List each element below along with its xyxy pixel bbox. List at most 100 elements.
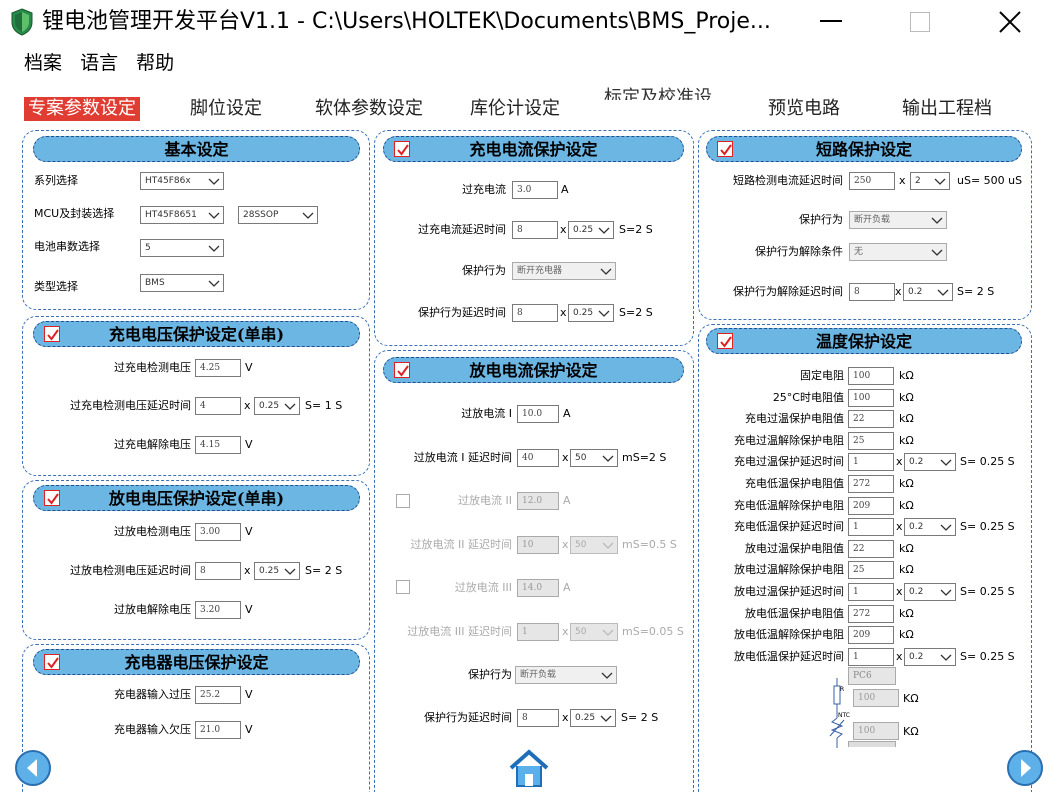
temperature-checkbox[interactable] [717, 333, 733, 349]
package-select[interactable]: 28SSOP [238, 206, 318, 224]
charger-over-input[interactable]: 25.2 [195, 686, 241, 704]
occ-action-delay-input[interactable]: 8 [512, 304, 558, 322]
ocd-i3-checkbox[interactable] [396, 580, 410, 594]
tab-project-params[interactable]: 专案参数设定 [24, 97, 140, 121]
ocd-i1-delay-label: 过放电流 I 延迟时间 [413, 451, 512, 464]
ov-delay-input[interactable]: 4 [195, 397, 241, 415]
temp-row-mult-select[interactable]: 0.2 [904, 518, 956, 536]
ntc-r1-unit: KΩ [903, 692, 919, 705]
scp-delay-input[interactable]: 250 [849, 172, 895, 190]
charger-under-input[interactable]: 21.0 [195, 721, 241, 739]
ocd-i1-input[interactable]: 10.0 [517, 405, 559, 423]
ocd-i2-checkbox[interactable] [396, 494, 410, 508]
charger-voltage-checkbox[interactable] [44, 654, 60, 670]
ocd-i2-mult-select[interactable]: 50 [570, 536, 618, 554]
temp-row-unit: kΩ [899, 499, 914, 512]
temp-row-input[interactable]: 209 [848, 626, 894, 644]
ocd-i2-delay-label: 过放电流 II 延迟时间 [410, 538, 512, 551]
scp-rdelay-input[interactable]: 8 [849, 283, 895, 301]
series-select[interactable]: HT45F86x [140, 172, 224, 190]
charge-current-checkbox[interactable] [394, 141, 410, 157]
scp-action-select[interactable]: 断开负载 [849, 211, 947, 229]
close-button[interactable] [998, 10, 1022, 34]
ntc-circuit-diagram [829, 678, 845, 748]
charge-voltage-checkbox[interactable] [44, 326, 60, 342]
ocd-action-delay-input[interactable]: 8 [517, 709, 559, 727]
scp-mult-select[interactable]: 2 [910, 172, 950, 190]
temp-row-mult-select[interactable]: 0.2 [904, 648, 956, 666]
temp-row-input[interactable]: 272 [848, 605, 894, 623]
scp-rmult-select[interactable]: 0.2 [903, 283, 953, 301]
charge-voltage-header: 充电电压保护设定(单串) [33, 321, 360, 347]
discharge-current-checkbox[interactable] [394, 362, 410, 378]
occ-action-label: 保护行为 [462, 264, 506, 277]
mcu-select[interactable]: HT45F8651 [140, 206, 224, 224]
type-select[interactable]: BMS [140, 274, 224, 292]
tab-calibration[interactable]: 标定及校准设 [604, 87, 712, 100]
ov-detect-input[interactable]: 4.25 [195, 359, 241, 377]
ocd-action-mult-select[interactable]: 0.25 [570, 709, 616, 727]
menu-help[interactable]: 帮助 [136, 52, 175, 74]
tab-coulomb-counter[interactable]: 库伦计设定 [470, 98, 560, 119]
occ-action-select[interactable]: 断开充电器 [512, 262, 616, 280]
ocd-action-select[interactable]: 断开负载 [515, 666, 617, 684]
temp-row-input[interactable]: 22 [848, 410, 894, 428]
temp-row-input[interactable]: 1 [848, 518, 894, 536]
occ-action-mult-select[interactable]: 0.25 [568, 304, 614, 322]
prev-page-button[interactable] [14, 749, 52, 787]
ocd-i3-mult-select[interactable]: 50 [570, 623, 618, 641]
temp-row-input[interactable]: 25 [848, 432, 894, 450]
next-page-button[interactable] [1006, 749, 1044, 787]
temp-row-input[interactable]: 209 [848, 497, 894, 515]
temp-row-input[interactable]: 272 [848, 475, 894, 493]
cells-select[interactable]: 5 [140, 239, 224, 257]
ntc-r1-input[interactable]: 100 [853, 689, 899, 707]
temp-row-mult-select[interactable]: 0.2 [904, 453, 956, 471]
temp-row-input[interactable]: 100 [848, 367, 894, 385]
tab-preview-circuit[interactable]: 预览电路 [768, 98, 840, 119]
home-button[interactable] [508, 748, 550, 788]
scp-delay-result: uS= 500 uS [957, 174, 1023, 187]
uv-delay-input[interactable]: 8 [195, 562, 241, 580]
menu-file[interactable]: 档案 [24, 52, 63, 74]
occ-action-x-label: x [560, 306, 567, 319]
scp-release-select[interactable]: 无 [849, 243, 947, 261]
tab-software-params[interactable]: 软体参数设定 [315, 98, 423, 119]
ntc-r2-input[interactable]: 100 [853, 722, 899, 740]
discharge-current-panel [374, 350, 694, 792]
ov-mult-select[interactable]: 0.25 [254, 397, 300, 415]
temp-row-input[interactable]: 1 [848, 453, 894, 471]
tab-output-project[interactable]: 输出工程档 [902, 98, 992, 119]
scp-rdelay-label: 保护行为解除延迟时间 [733, 285, 843, 298]
checkmark-icon [397, 365, 409, 377]
maximize-button[interactable] [910, 12, 930, 32]
charge-current-header: 充电电流保护设定 [383, 136, 684, 162]
uv-detect-input[interactable]: 3.00 [195, 523, 241, 541]
discharge-voltage-checkbox[interactable] [44, 490, 60, 506]
temp-row-input[interactable]: 25 [848, 561, 894, 579]
temp-row-input[interactable]: 22 [848, 540, 894, 558]
temp-row-input[interactable]: 1 [848, 583, 894, 601]
temp-row-mult-select[interactable]: 0.2 [904, 583, 956, 601]
ocd-i1-mult-select[interactable]: 50 [570, 449, 618, 467]
temp-row-input[interactable]: 1 [848, 648, 894, 666]
short-circuit-checkbox[interactable] [717, 141, 733, 157]
temp-row-input[interactable]: 100 [848, 389, 894, 407]
menu-language[interactable]: 语言 [80, 52, 119, 74]
ocd-i3-input[interactable]: 14.0 [517, 579, 559, 597]
ocd-i2-delay-input[interactable]: 10 [517, 536, 559, 554]
temp-row-unit: kΩ [899, 477, 914, 490]
tab-pin-settings[interactable]: 脚位设定 [190, 98, 262, 119]
minimize-button[interactable] [820, 20, 842, 22]
uv-release-unit: V [245, 603, 253, 616]
ocd-i3-delay-input[interactable]: 1 [517, 623, 559, 641]
ocd-i1-delay-input[interactable]: 40 [517, 449, 559, 467]
ocd-i2-input[interactable]: 12.0 [517, 492, 559, 510]
uv-release-input[interactable]: 3.20 [195, 601, 241, 619]
temp-row-unit: kΩ [899, 412, 914, 425]
uv-mult-select[interactable]: 0.25 [254, 562, 300, 580]
occ-delay-input[interactable]: 8 [512, 221, 558, 239]
occ-mult-select[interactable]: 0.25 [568, 221, 614, 239]
occ-current-input[interactable]: 3.0 [512, 181, 558, 199]
ov-release-input[interactable]: 4.15 [195, 436, 241, 454]
